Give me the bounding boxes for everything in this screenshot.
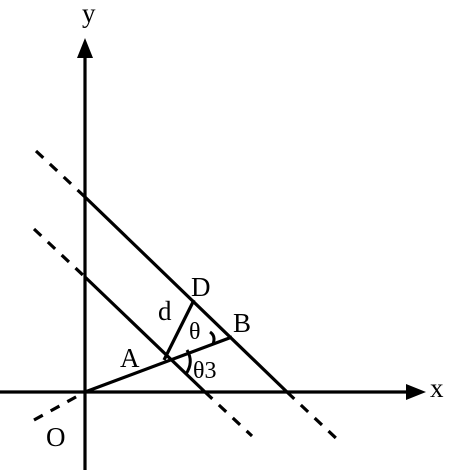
distance-label: d bbox=[158, 296, 172, 326]
y-axis-arrow bbox=[77, 38, 93, 58]
line-o-a-b bbox=[84, 335, 233, 394]
y-axis-label: y bbox=[82, 0, 96, 28]
point-b-label: B bbox=[233, 308, 251, 338]
angle-theta3-arc bbox=[184, 349, 192, 375]
lower-line-dashed-extension-right bbox=[203, 390, 254, 438]
upper-line-dashed-extension-right bbox=[285, 390, 340, 442]
segment-a-d bbox=[162, 299, 196, 361]
origin-line-dashed-extension bbox=[33, 390, 86, 422]
point-a-label: A bbox=[120, 343, 140, 373]
point-d-label: D bbox=[191, 272, 211, 302]
upper-parallel-line bbox=[83, 195, 289, 394]
x-axis-label: x bbox=[430, 373, 444, 403]
angle-theta-arc bbox=[209, 330, 216, 345]
x-axis-arrow bbox=[406, 384, 426, 400]
angle-theta3-label: θ3 bbox=[193, 358, 217, 384]
origin-label: O bbox=[46, 422, 66, 452]
lower-line-dashed-extension-left bbox=[32, 227, 87, 279]
upper-line-dashed-extension-left bbox=[34, 149, 87, 199]
angle-theta-label: θ bbox=[189, 319, 201, 345]
